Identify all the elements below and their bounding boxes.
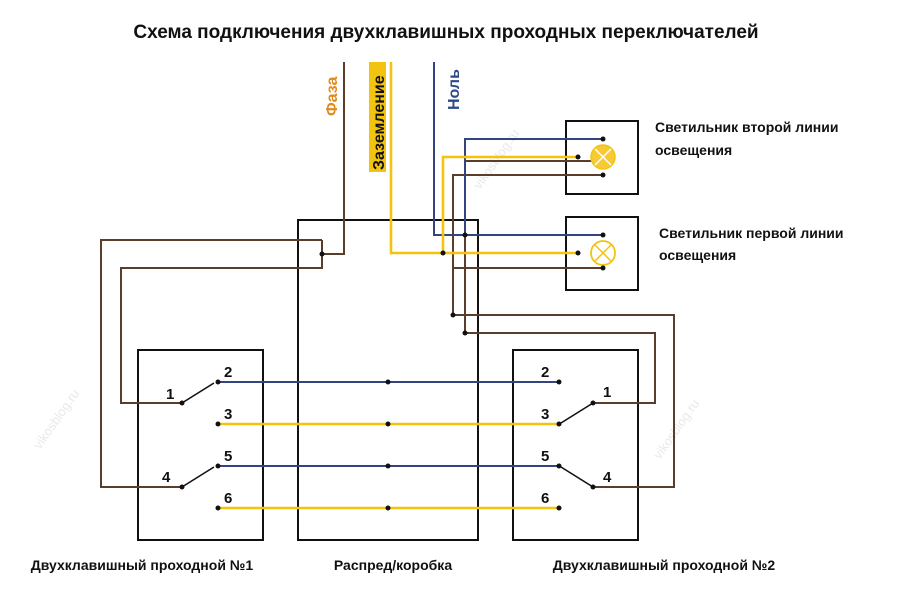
neutral-label: Ноль [446,69,463,110]
lamp-1-label-line2: освещения [659,247,736,263]
switch1-terminal-4: 4 [162,469,171,486]
neutral-to-lamp2 [464,138,603,235]
switch-1-box [137,349,264,541]
switch2-t4-to-lamp2 [452,174,675,488]
lamp-2-label-line2: освещения [655,142,732,158]
phase-label: Фаза [324,77,341,116]
switch2-lever-top [560,402,594,424]
switch1-terminal-1: 1 [166,386,174,403]
switch1-lever-bottom [181,466,215,488]
switch2-terminal-3: 3 [541,406,549,423]
switch2-terminal-6: 6 [541,490,549,507]
lamp-icon [590,240,616,266]
phase-wire [322,62,345,255]
junction-dots [179,136,606,511]
switch-2-box [512,349,639,541]
lamp-icon [590,144,616,170]
switch1-terminal-5: 5 [224,448,232,465]
lamp-1-label: Светильник первой линии [659,225,844,241]
switch1-terminal-2: 2 [224,364,232,381]
switch1-terminal-3: 3 [224,406,232,423]
svg-text:Заземление: Заземление [371,75,388,170]
neutral-to-lamp1 [433,62,603,236]
switch1-terminal-6: 6 [224,490,232,507]
switch2-lever-bottom [560,466,594,488]
junction-box-caption: Распред/коробка [334,557,452,573]
diagram-title: Схема подключения двухклавишных проходны… [133,22,758,43]
phase-to-switch1-t4 [100,239,322,488]
switch2-t1-to-lamp2 [464,160,656,404]
switch2-terminal-2: 2 [541,364,549,381]
switch2-terminal-4: 4 [603,469,612,486]
switch2-terminal-5: 5 [541,448,549,465]
phase-to-switch1-t1 [120,240,323,404]
watermark: vikosblog.ru [470,126,522,191]
ground-to-lamp2 [441,155,578,253]
switch-2-caption: Двухклавишный проходной №2 [553,557,776,573]
junction-box [297,219,479,541]
switch-1-caption: Двухклавишный проходной №1 [31,557,254,573]
ground-label: Заземление [369,62,388,172]
lamp-2-label: Светильник второй линии [655,119,838,135]
switch2-terminal-1: 1 [603,384,611,401]
watermark: vikosblog.ru [30,386,82,451]
watermark: vikosblog.ru [650,396,702,461]
switch1-lever-top [181,382,215,404]
ground-to-lamp1 [389,62,578,255]
